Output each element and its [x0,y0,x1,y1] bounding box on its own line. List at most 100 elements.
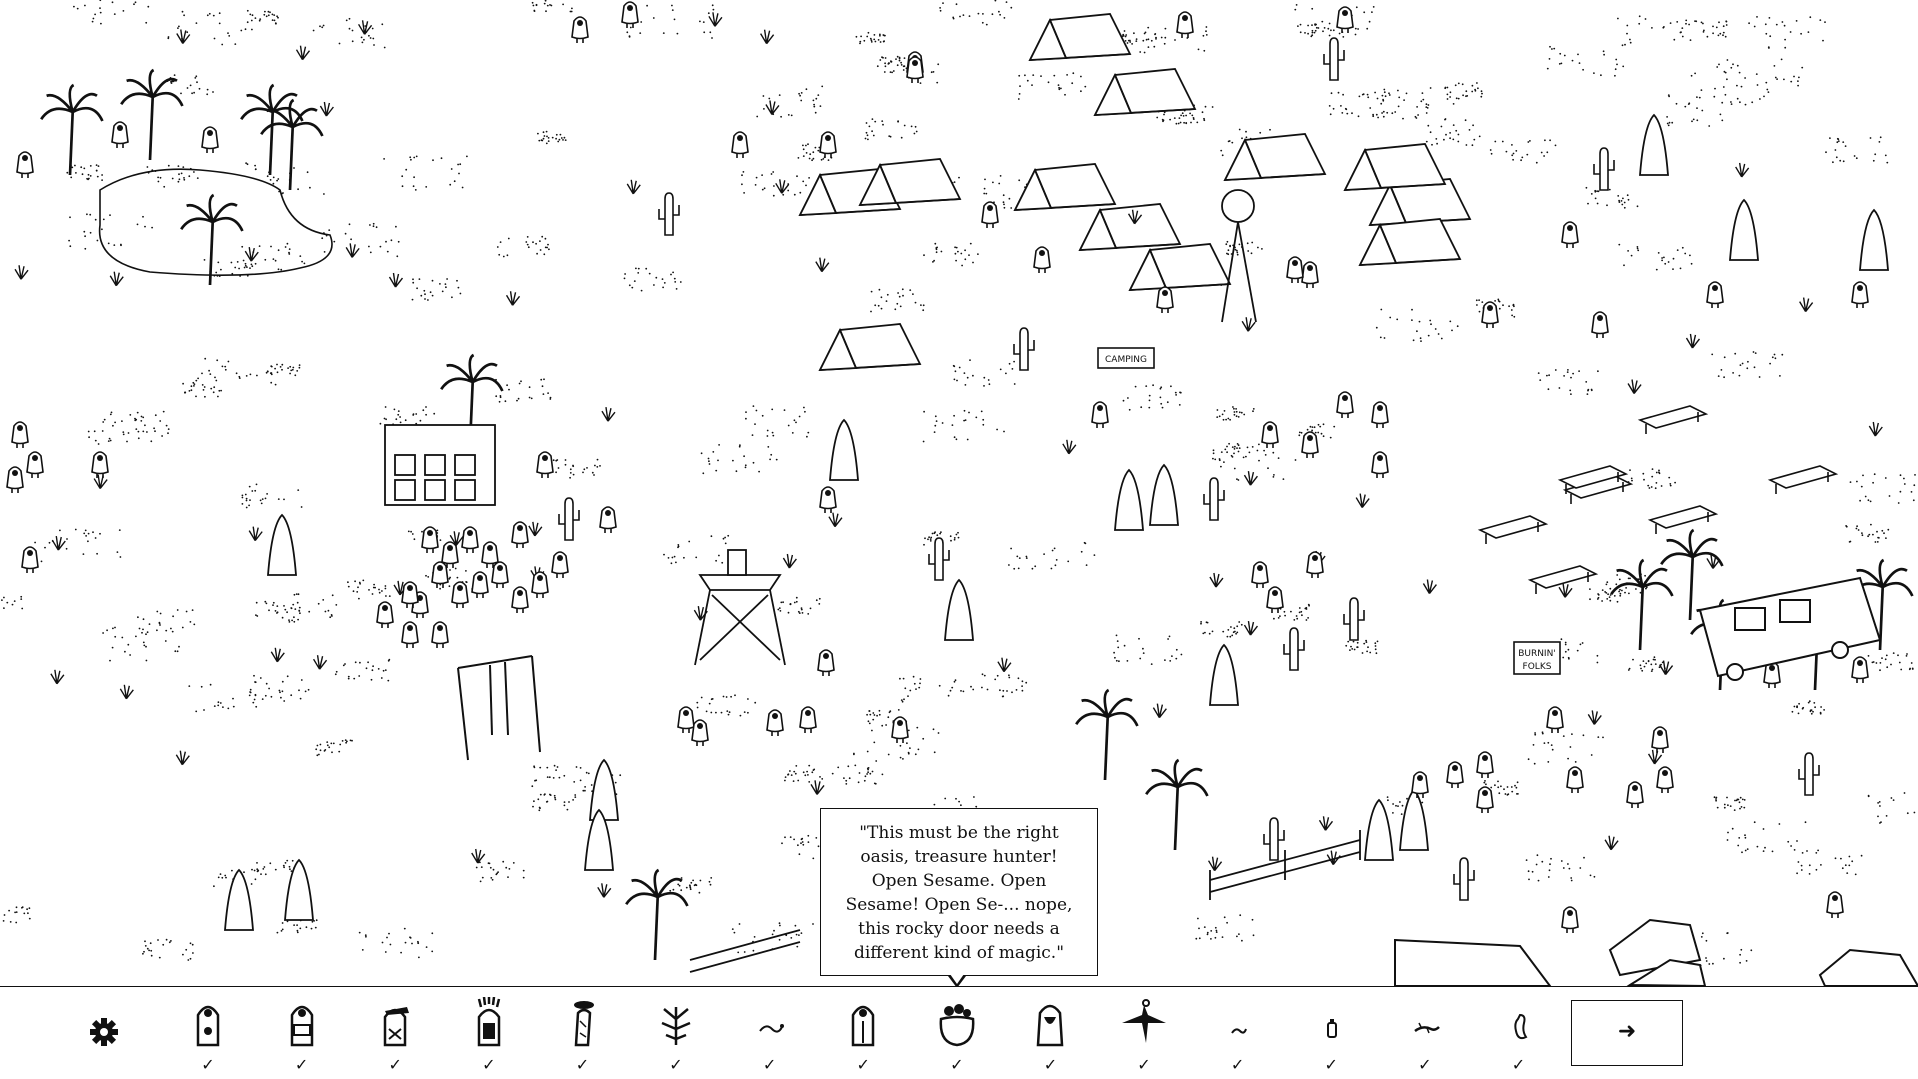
hidden-person[interactable] [1301,431,1319,459]
target-slot[interactable]: ✓ [1299,987,1363,1079]
hidden-person[interactable] [1371,401,1389,429]
hidden-person[interactable] [511,586,529,614]
target-slot[interactable]: ✓ [1018,987,1082,1079]
hidden-person[interactable] [91,451,109,479]
hidden-person[interactable] [6,466,24,494]
hidden-person[interactable] [531,571,549,599]
hidden-person[interactable] [621,1,639,29]
target-slot[interactable]: ✓ [1206,987,1270,1079]
hidden-person[interactable] [1826,891,1844,919]
grass-tuft [708,11,723,28]
target-slot[interactable]: ✓ [1393,987,1457,1079]
hidden-person[interactable] [1656,766,1674,794]
hidden-person[interactable] [1261,421,1279,449]
hidden-person[interactable] [1336,391,1354,419]
hidden-person[interactable] [766,709,784,737]
gear-icon[interactable] [84,1012,124,1052]
hidden-person[interactable] [431,561,449,589]
checkmark-icon: ✓ [1324,1055,1338,1074]
hidden-person[interactable] [599,506,617,534]
hidden-person[interactable] [1591,311,1609,339]
hidden-person[interactable] [1156,286,1174,314]
trailer-bus [1698,576,1882,681]
grass-tuft [1558,582,1573,598]
hidden-person[interactable] [799,706,817,734]
target-slot[interactable]: ✓ [644,987,708,1079]
hidden-person[interactable] [26,451,44,479]
hidden-person[interactable] [461,526,479,554]
hidden-person[interactable] [819,131,837,159]
hidden-person[interactable] [16,151,34,179]
target-slot[interactable]: ✓ [831,987,895,1079]
hidden-person[interactable] [677,706,695,734]
hidden-person[interactable] [1251,561,1269,589]
rock-spire [224,869,254,931]
target-slot[interactable]: ✓ [738,987,802,1079]
hidden-person[interactable] [1566,766,1584,794]
grass-tuft [601,406,616,422]
hidden-person[interactable] [731,131,749,159]
hidden-person[interactable] [1091,401,1109,429]
hidden-person[interactable] [571,16,589,44]
hidden-person[interactable] [817,649,835,677]
hidden-person[interactable] [691,719,709,747]
target-slot[interactable]: ✓ [363,987,427,1079]
hidden-person[interactable] [21,546,39,574]
hidden-person[interactable] [491,561,509,589]
hidden-person[interactable] [1546,706,1564,734]
hidden-person[interactable] [376,601,394,629]
target-slot[interactable]: ✓ [1486,987,1550,1079]
hidden-person[interactable] [1476,751,1494,779]
hidden-person[interactable] [1561,906,1579,934]
hidden-person[interactable] [11,421,29,449]
hidden-person[interactable] [1306,551,1324,579]
hidden-person[interactable] [1176,11,1194,39]
grass-tuft [1734,162,1750,178]
burnin-sign-line2: FOLKS [1523,662,1552,672]
hidden-person[interactable] [981,201,999,229]
hidden-person[interactable] [1476,786,1494,814]
target-slot[interactable]: ✓ [925,987,989,1079]
hidden-person[interactable] [906,56,924,84]
hidden-person[interactable] [431,621,449,649]
hidden-person[interactable] [1446,761,1464,789]
target-slot[interactable]: ✓ [270,987,334,1079]
target-slot[interactable]: ✓ [457,987,521,1079]
target-slot[interactable]: ✓ [176,987,240,1079]
hidden-person[interactable] [1851,281,1869,309]
hidden-person[interactable] [891,716,909,744]
target-slot[interactable]: ✓ [1112,987,1176,1079]
target-slot[interactable]: ✓ [550,987,614,1079]
checkmark-icon: ✓ [388,1055,402,1074]
checkmark-icon: ✓ [1418,1055,1432,1074]
hidden-person[interactable] [1651,726,1669,754]
hidden-person[interactable] [1626,781,1644,809]
hidden-person[interactable] [201,126,219,154]
hidden-person[interactable] [471,571,489,599]
hidden-person[interactable] [1851,656,1869,684]
hidden-person[interactable] [1336,6,1354,34]
grass-tuft [1207,855,1223,872]
hidden-person[interactable] [511,521,529,549]
grass-tuft [1209,572,1224,588]
hidden-person[interactable] [819,486,837,514]
next-button[interactable]: ➜ [1571,1000,1683,1066]
checkmark-icon: ✓ [762,1055,777,1074]
hidden-person[interactable] [1301,261,1319,289]
hidden-person[interactable] [536,451,554,479]
hidden-person[interactable] [111,121,129,149]
hidden-person[interactable] [1561,221,1579,249]
hidden-person[interactable] [1706,281,1724,309]
hidden-person[interactable] [1371,451,1389,479]
hidden-person[interactable] [421,526,439,554]
hidden-person[interactable] [1033,246,1051,274]
hidden-person[interactable] [1481,301,1499,329]
hidden-person[interactable] [1286,256,1304,284]
hidden-person[interactable] [401,621,419,649]
rock-spire [944,579,974,641]
hooded-person-dreadlocks-icon [465,996,513,1049]
cactus [1343,597,1365,641]
hidden-person[interactable] [551,551,569,579]
hidden-person[interactable] [451,581,469,609]
grass-tuft [312,654,328,670]
